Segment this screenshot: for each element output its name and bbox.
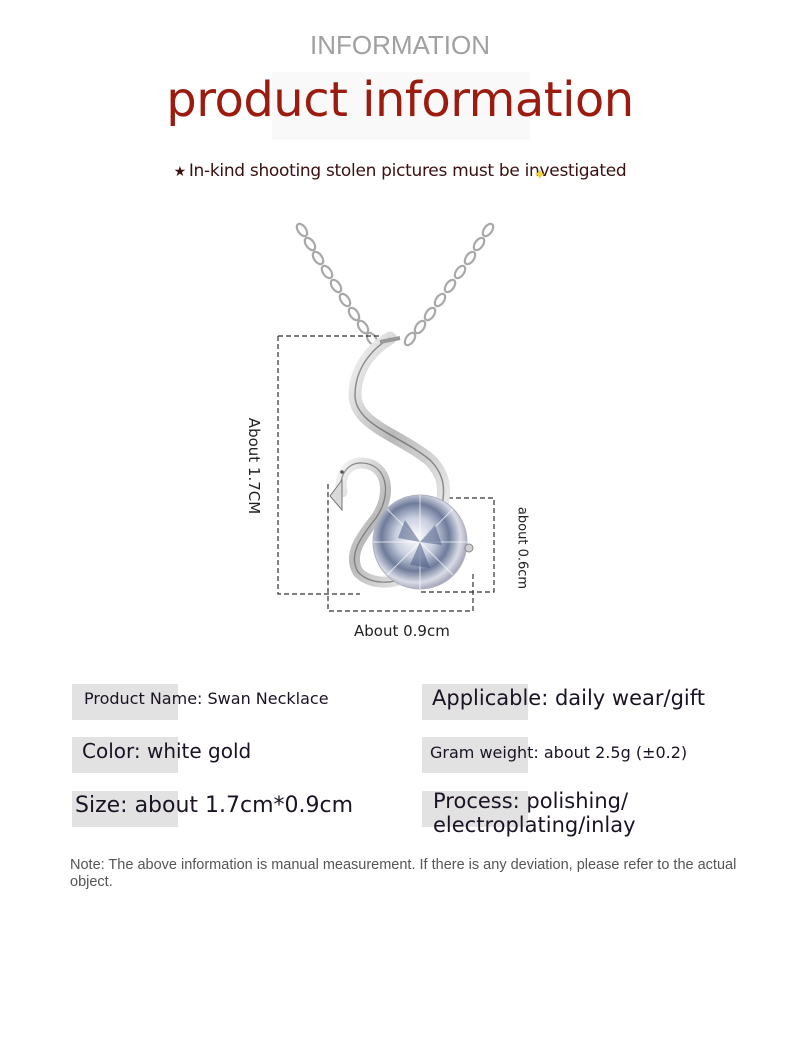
- notice-text: In-kind shooting stolen pictures must be…: [188, 161, 627, 181]
- swan-neck: [348, 331, 450, 512]
- spec-highlight: [422, 737, 528, 773]
- title-highlight: [272, 72, 530, 140]
- width-dimension-label: About 0.9cm: [354, 622, 450, 640]
- copyright-notice: ★In-kind shooting stolen pictures must b…: [0, 161, 800, 181]
- sparkle-icon: ✦: [533, 165, 547, 184]
- page-title: product information: [166, 72, 634, 128]
- spec-highlight: [422, 791, 528, 827]
- chain-right: [403, 222, 495, 347]
- section-kicker: INFORMATION: [309, 30, 491, 60]
- spec-text: Product Name: Swan Necklace: [84, 689, 329, 708]
- star-icon: ★: [173, 164, 187, 180]
- spec-text: Gram weight: about 2.5g (±0.2): [430, 743, 688, 762]
- spec-highlight: [72, 737, 178, 773]
- spec-highlight: [422, 684, 528, 720]
- spec-text: Applicable: daily wear/gift: [432, 686, 706, 710]
- measurement-note: Note: The above information is manual me…: [70, 857, 737, 890]
- spec-text: Size: about 1.7cm*0.9cm: [75, 793, 354, 818]
- depth-dimension-label: about 0.6cm: [514, 506, 530, 590]
- product-image-swan-necklace: [277, 222, 495, 612]
- spec-text: Process: polishing/ electroplating/inlay: [433, 789, 636, 837]
- spec-highlight: [72, 791, 178, 827]
- chain-left: [295, 222, 379, 347]
- dimension-guides: [277, 335, 495, 612]
- height-dimension-label: About 1.7CM: [245, 417, 263, 515]
- spec-text: Color: white gold: [82, 739, 252, 763]
- spec-highlight: [72, 684, 178, 720]
